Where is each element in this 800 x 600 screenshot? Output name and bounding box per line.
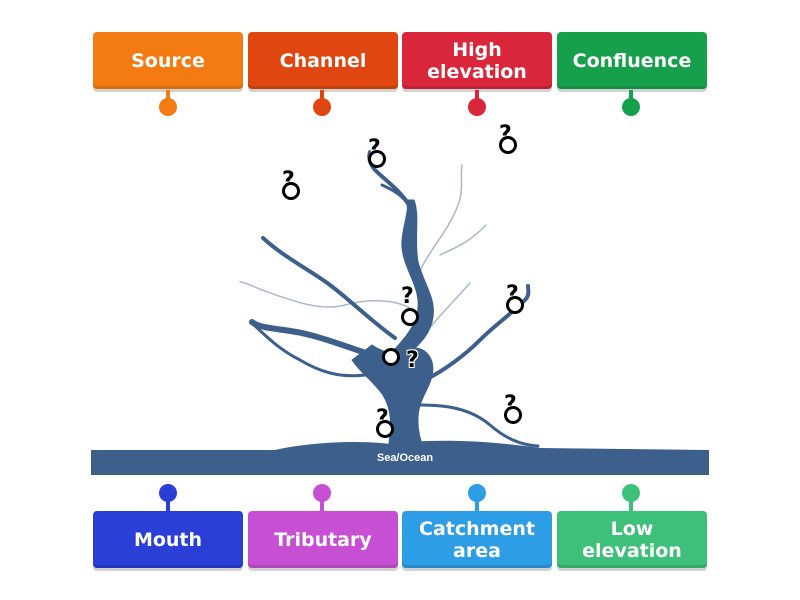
minor-streams	[239, 164, 487, 331]
hotspot-confluence-marker[interactable]: ?	[370, 346, 419, 386]
river-branches	[249, 150, 540, 448]
hotspot-question-mark: ?	[401, 284, 414, 309]
hotspot-ring	[506, 296, 524, 314]
hotspot-mouth-marker[interactable]: ?	[364, 406, 404, 446]
label-tile-tributary[interactable]: Tributary	[248, 511, 398, 568]
label-tile-catchment-area[interactable]: Catchment area	[402, 511, 552, 568]
hotspot-channel-marker[interactable]: ?	[389, 284, 429, 328]
hotspot-ring	[504, 406, 522, 424]
hotspot-tributary-marker[interactable]: ?	[494, 282, 534, 322]
label-tile-low-elevation[interactable]: Low elevation	[557, 511, 707, 568]
label-tile-high-elevation[interactable]: High elevation	[402, 32, 552, 89]
hotspot-ring	[401, 308, 419, 326]
sea-ocean-area	[91, 440, 709, 475]
hotspot-ring	[282, 182, 300, 200]
hotspot-ring	[368, 150, 386, 168]
hotspot-ring	[499, 136, 517, 154]
hotspot-low-elevation-marker[interactable]: ?	[492, 392, 532, 432]
label-tile-channel[interactable]: Channel	[248, 32, 398, 89]
hotspot-ring	[382, 348, 400, 366]
hotspot-source-marker[interactable]: ?	[356, 136, 396, 176]
label-tile-source[interactable]: Source	[93, 32, 243, 89]
label-tile-confluence[interactable]: Confluence	[557, 32, 707, 89]
label-tile-mouth[interactable]: Mouth	[93, 511, 243, 568]
hotspot-ring	[376, 420, 394, 438]
hotspot-catchment-marker[interactable]: ?	[270, 168, 310, 208]
sea-ocean-label: Sea/Ocean	[376, 452, 434, 464]
hotspot-question-mark: ?	[406, 348, 419, 373]
hotspot-high-elevation-marker[interactable]: ?	[487, 122, 527, 162]
